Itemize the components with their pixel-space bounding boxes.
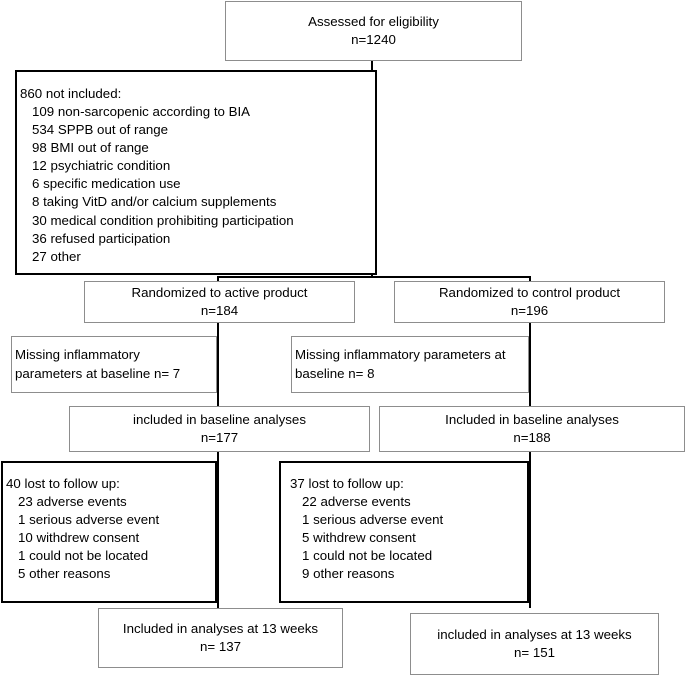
lost-control-reason: 1 serious adverse event (302, 512, 444, 528)
final-active-count: n= 137 (199, 639, 242, 654)
node-baseline-analyses-control: Included in baseline analyses n=188 (379, 406, 685, 452)
node-lost-to-followup-active: 40 lost to follow up: 23 adverse events … (1, 461, 217, 603)
node-lost-to-followup-control: 37 lost to follow up: 22 adverse events … (279, 461, 529, 603)
node-randomized-active: Randomized to active product n=184 (84, 281, 355, 323)
node-assessed-for-eligibility: Assessed for eligibility n=1240 (225, 1, 522, 61)
lost-control-reason: 9 other reasons (302, 566, 395, 582)
excluded-heading: 860 not included: (20, 86, 122, 101)
connector-control-randomized-to-baseline (529, 320, 531, 406)
node-randomized-control: Randomized to control product n=196 (394, 281, 665, 323)
lost-control-heading: 37 lost to follow up: (290, 476, 404, 491)
lost-active-reason: 10 withdrew consent (18, 530, 140, 546)
node-baseline-analyses-active: included in baseline analyses n=177 (69, 406, 370, 452)
missing-control-line1: Missing inflammatory parameters at (295, 347, 506, 363)
final-control-label: included in analyses at 13 weeks (437, 626, 632, 642)
excluded-reason: 12 psychiatric condition (32, 158, 171, 174)
missing-control-line2: baseline n= 8 (295, 365, 375, 381)
missing-active-line2: parameters at baseline n= 7 (15, 365, 181, 381)
node-missing-baseline-active: Missing inflammatory parameters at basel… (11, 336, 217, 393)
connector-control-baseline-to-final (529, 452, 531, 608)
assessed-label: Assessed for eligibility (308, 13, 439, 29)
randomized-control-count: n=196 (510, 303, 549, 318)
connector-active-baseline-to-final (217, 452, 219, 608)
final-active-label: Included in analyses at 13 weeks (122, 620, 319, 636)
node-missing-baseline-control: Missing inflammatory parameters at basel… (291, 336, 529, 393)
node-excluded: 860 not included: 109 non-sarcopenic acc… (15, 70, 377, 275)
connector-randomization-split (217, 276, 531, 278)
lost-active-heading: 40 lost to follow up: (6, 476, 120, 491)
lost-control-reason: 22 adverse events (302, 494, 411, 510)
excluded-reason: 30 medical condition prohibiting partici… (32, 212, 294, 228)
randomized-control-label: Randomized to control product (438, 284, 621, 300)
excluded-reason: 534 SPPB out of range (32, 122, 169, 138)
connector-active-randomized-to-baseline (217, 320, 219, 406)
baseline-active-label: included in baseline analyses (133, 411, 306, 427)
baseline-control-count: n=188 (513, 430, 551, 445)
lost-control-reason: 5 withdrew consent (302, 530, 416, 546)
node-final-analyses-control: included in analyses at 13 weeks n= 151 (410, 613, 659, 675)
final-control-count: n= 151 (513, 645, 556, 660)
baseline-control-label: Included in baseline analyses (445, 411, 619, 427)
baseline-active-count: n=177 (200, 430, 239, 445)
lost-active-reason: 1 could not be located (18, 548, 149, 564)
node-final-analyses-active: Included in analyses at 13 weeks n= 137 (98, 608, 343, 668)
excluded-reason: 27 other (32, 248, 81, 264)
randomized-active-count: n=184 (200, 303, 239, 318)
excluded-reason: 6 specific medication use (32, 176, 181, 192)
missing-active-line1: Missing inflammatory (15, 347, 140, 363)
lost-active-reason: 23 adverse events (18, 494, 127, 510)
lost-active-reason: 5 other reasons (18, 566, 111, 582)
excluded-reason: 109 non-sarcopenic according to BIA (32, 104, 251, 120)
excluded-reason: 8 taking VitD and/or calcium supplements (32, 194, 277, 210)
excluded-reason: 98 BMI out of range (32, 140, 149, 156)
lost-active-reason: 1 serious adverse event (18, 512, 160, 528)
assessed-count: n=1240 (351, 32, 396, 47)
excluded-reason: 36 refused participation (32, 230, 171, 246)
lost-control-reason: 1 could not be located (302, 548, 433, 564)
randomized-active-label: Randomized to active product (131, 284, 308, 300)
